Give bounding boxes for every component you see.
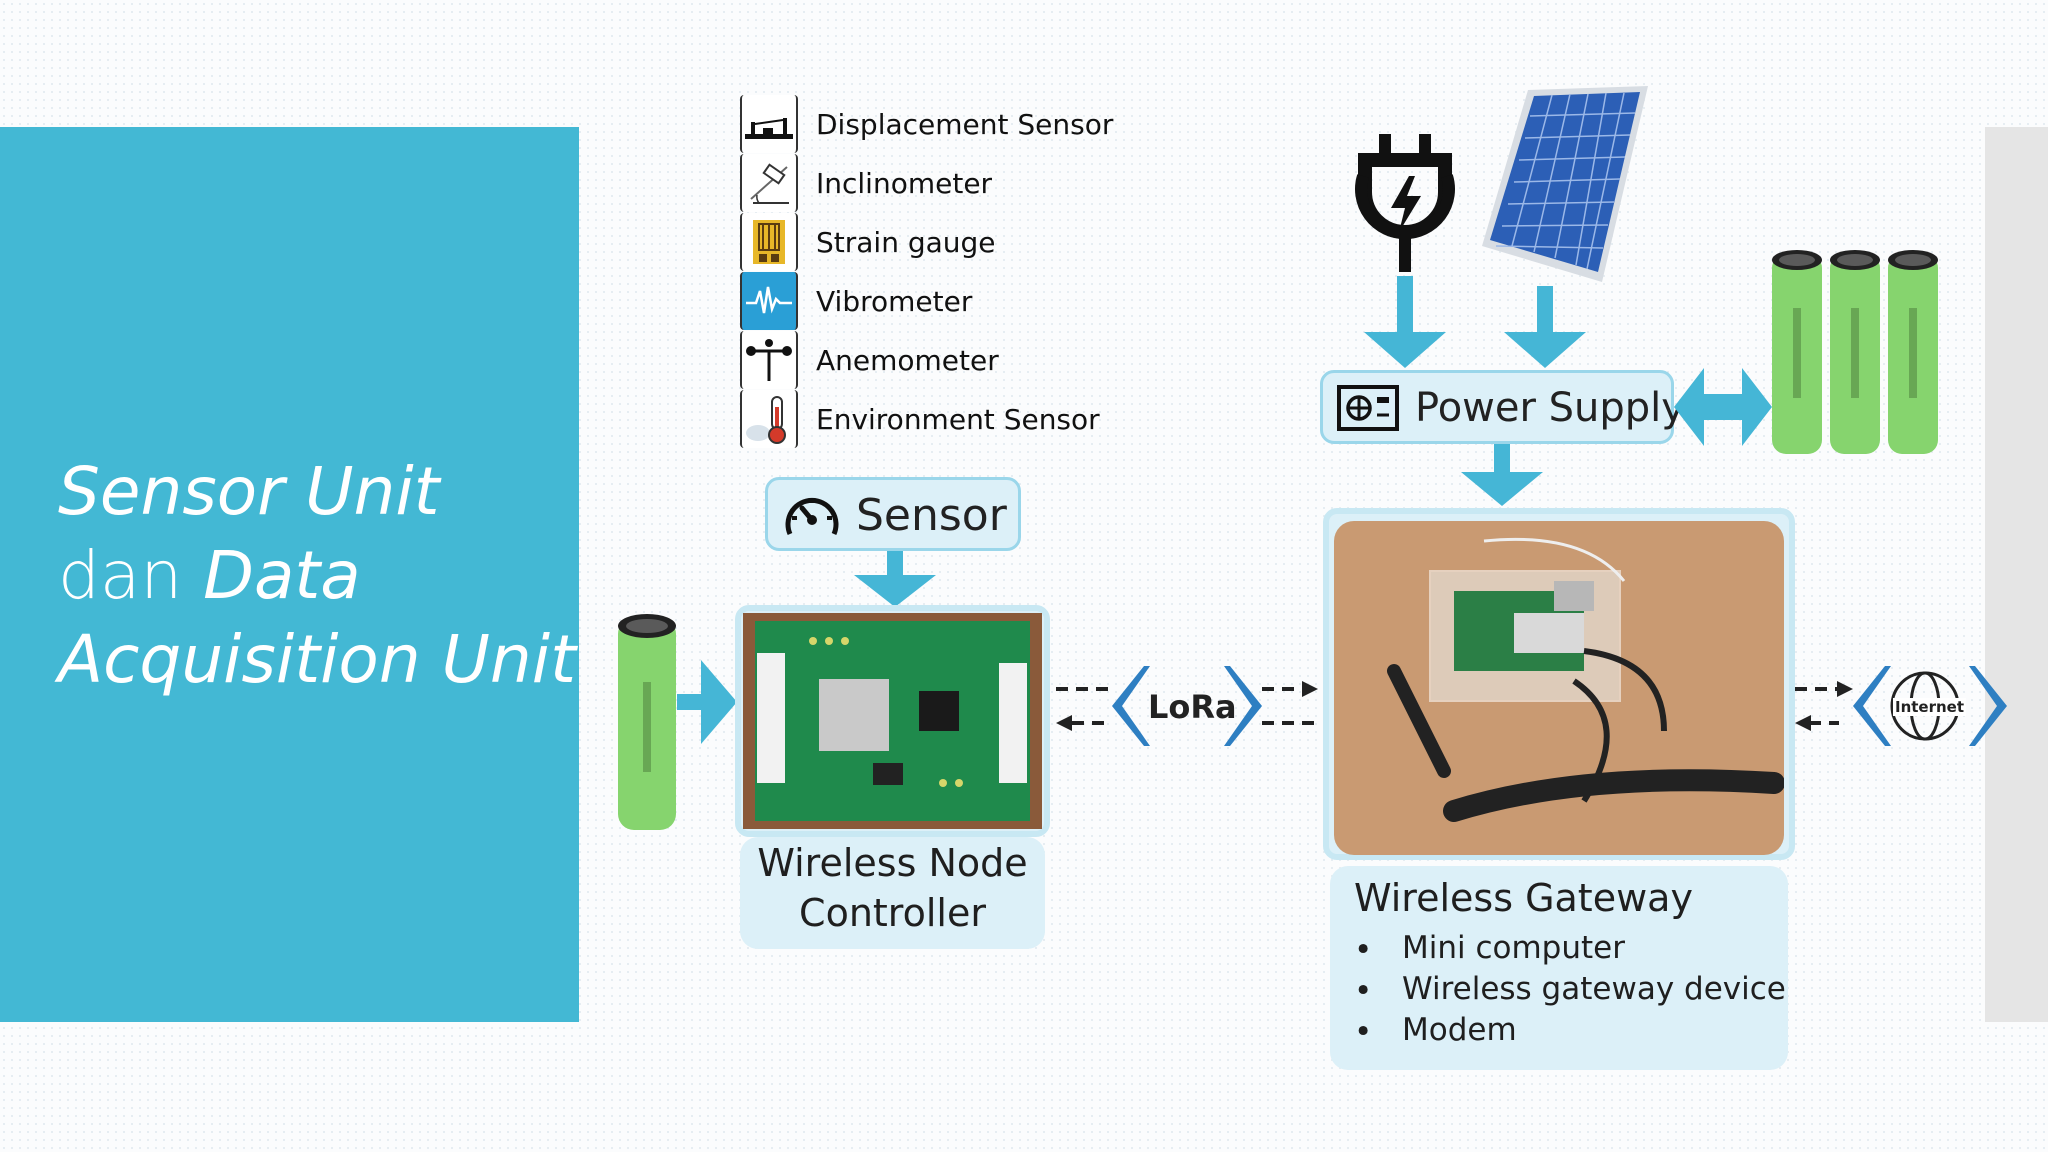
legend-row-inclinometer: Inclinometer xyxy=(740,154,992,212)
legend-row-environment: Environment Sensor xyxy=(740,390,1100,448)
wireless-gateway-caption: Wireless Gateway • Mini computer • Wirel… xyxy=(1330,866,1788,1070)
legend-label: Environment Sensor xyxy=(816,402,1100,436)
sensor-box: Sensor xyxy=(765,477,1021,551)
right-edge-strip xyxy=(1985,127,2048,1022)
sensor-to-node-arrow xyxy=(854,551,936,607)
legend-label: Vibrometer xyxy=(816,284,973,318)
battery-icon xyxy=(618,614,676,830)
plug-to-power-arrow xyxy=(1364,276,1446,368)
power-plug-icon xyxy=(1355,134,1455,272)
wireless-node-caption: Wireless Node Controller xyxy=(740,837,1045,949)
legend-row-strain-gauge: Strain gauge xyxy=(740,213,996,271)
title-line-2-italic: Data xyxy=(203,537,361,614)
wireless-node-frame xyxy=(735,605,1050,837)
slide-title: Sensor Unit dan Data Acquisition Unit xyxy=(58,450,578,702)
anemometer-icon xyxy=(740,331,798,389)
title-line-1: Sensor Unit xyxy=(58,453,440,530)
battery-pack-icon xyxy=(1772,250,1938,454)
solar-to-power-arrow xyxy=(1504,286,1586,368)
power-to-gateway-arrow xyxy=(1461,444,1543,506)
wireless-gateway-title: Wireless Gateway xyxy=(1354,876,1693,920)
power-supply-box: Power Supply xyxy=(1320,370,1685,444)
lora-label: LoRa xyxy=(1148,688,1237,726)
gateway-bullet: • xyxy=(1354,973,1373,1009)
title-panel xyxy=(0,127,579,1022)
solar-panel-icon xyxy=(1482,86,1648,282)
gateway-item-modem: Modem xyxy=(1402,1012,1517,1048)
internet-label: Internet xyxy=(1893,698,1967,716)
legend-label: Inclinometer xyxy=(816,166,993,200)
displacement-sensor-icon xyxy=(740,95,798,153)
gateway-item-wireless-gateway-device: Wireless gateway device xyxy=(1402,971,1786,1007)
power-battery-double-arrow xyxy=(1674,368,1772,446)
legend-label: Anemometer xyxy=(816,343,999,377)
lora-link xyxy=(1056,666,1318,746)
power-supply-label: Power Supply xyxy=(1415,385,1685,431)
sensor-box-label: Sensor xyxy=(856,490,1007,541)
wireless-node-line2: Controller xyxy=(799,891,986,935)
title-line-2-plain: dan xyxy=(58,537,204,614)
legend-label: Displacement Sensor xyxy=(816,107,1114,141)
strain-gauge-icon xyxy=(740,213,798,271)
gateway-item-mini-computer: Mini computer xyxy=(1402,930,1625,966)
legend-row-vibrometer: Vibrometer xyxy=(740,272,972,330)
legend-row-displacement: Displacement Sensor xyxy=(740,95,1113,153)
power-supply-icon xyxy=(1337,385,1399,431)
gateway-bullet: • xyxy=(1354,932,1373,968)
legend-row-anemometer: Anemometer xyxy=(740,331,999,389)
wireless-gateway-frame xyxy=(1323,508,1795,860)
environment-sensor-icon xyxy=(740,390,798,448)
speedometer-icon xyxy=(785,497,839,535)
pcb-board-image xyxy=(743,613,1042,829)
wireless-node-line1: Wireless Node xyxy=(757,841,1028,885)
vibrometer-icon xyxy=(740,272,798,330)
gateway-device-image xyxy=(1334,521,1784,855)
title-line-3: Acquisition Unit xyxy=(58,621,576,698)
gateway-bullet: • xyxy=(1354,1014,1373,1050)
legend-label: Strain gauge xyxy=(816,225,996,259)
battery-to-node-arrow xyxy=(677,660,737,744)
inclinometer-icon xyxy=(740,154,798,212)
